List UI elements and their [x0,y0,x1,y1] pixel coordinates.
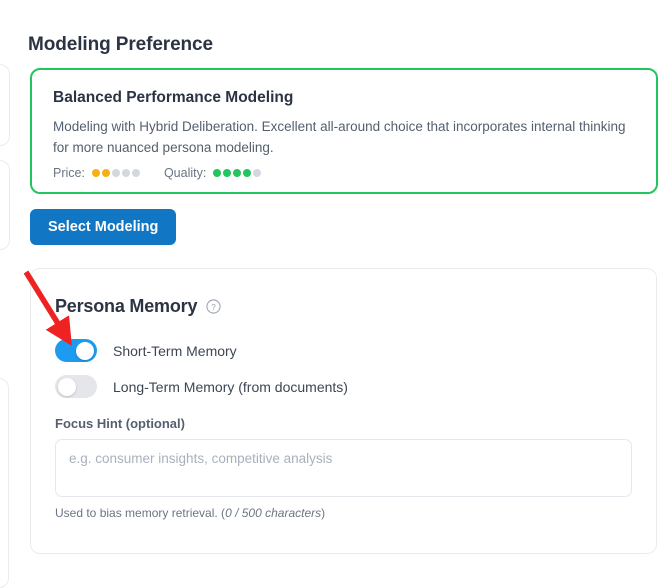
svg-text:?: ? [211,302,216,312]
persona-memory-card: Persona Memory ? Short-Term Memory Long-… [30,268,657,554]
long-term-memory-toggle[interactable] [55,375,97,398]
offscreen-card-top [0,64,10,146]
quality-meter: Quality: [164,166,263,180]
toggle-knob [58,377,76,396]
offscreen-card-middle [0,160,10,250]
offscreen-card-bottom [0,378,9,588]
model-option-card-selected[interactable]: Balanced Performance Modeling Modeling w… [30,68,658,194]
meter-dot [213,169,222,177]
long-term-memory-row[interactable]: Long-Term Memory (from documents) [55,375,348,398]
meter-dot [91,169,100,177]
persona-memory-header: Persona Memory ? [55,296,221,317]
meter-dot [243,169,252,177]
meter-dot [233,169,242,177]
price-label: Price: [53,166,85,180]
price-dots [91,169,142,177]
meter-dot [111,169,120,177]
select-modeling-button[interactable]: Select Modeling [30,209,177,245]
focus-hint-input[interactable] [55,439,632,497]
short-term-memory-toggle[interactable] [55,339,97,362]
meter-dot [131,169,140,177]
short-term-memory-row[interactable]: Short-Term Memory [55,339,237,362]
toggle-knob [76,341,94,360]
model-name: Balanced Performance Modeling [53,89,294,106]
page-title: Modeling Preference [28,34,213,55]
meter-dot [121,169,130,177]
model-meters: Price: Quality: [53,166,263,180]
short-term-memory-label: Short-Term Memory [113,342,237,359]
helper-suffix: ) [321,506,326,520]
model-description: Modeling with Hybrid Deliberation. Excel… [53,119,626,155]
character-counter: 0 / 500 characters [225,506,322,520]
quality-dots [213,169,263,177]
persona-memory-title: Persona Memory [55,296,198,316]
focus-hint-label: Focus Hint (optional) [55,416,185,431]
question-circle-icon[interactable]: ? [197,299,221,314]
long-term-memory-label: Long-Term Memory (from documents) [113,378,348,395]
focus-hint-helper-text: Used to bias memory retrieval. (0 / 500 … [55,506,325,520]
meter-dot [253,169,262,177]
price-meter: Price: [53,166,142,180]
meter-dot [223,169,232,177]
helper-prefix: Used to bias memory retrieval. ( [55,506,226,520]
quality-label: Quality: [163,166,207,180]
meter-dot [101,169,110,177]
